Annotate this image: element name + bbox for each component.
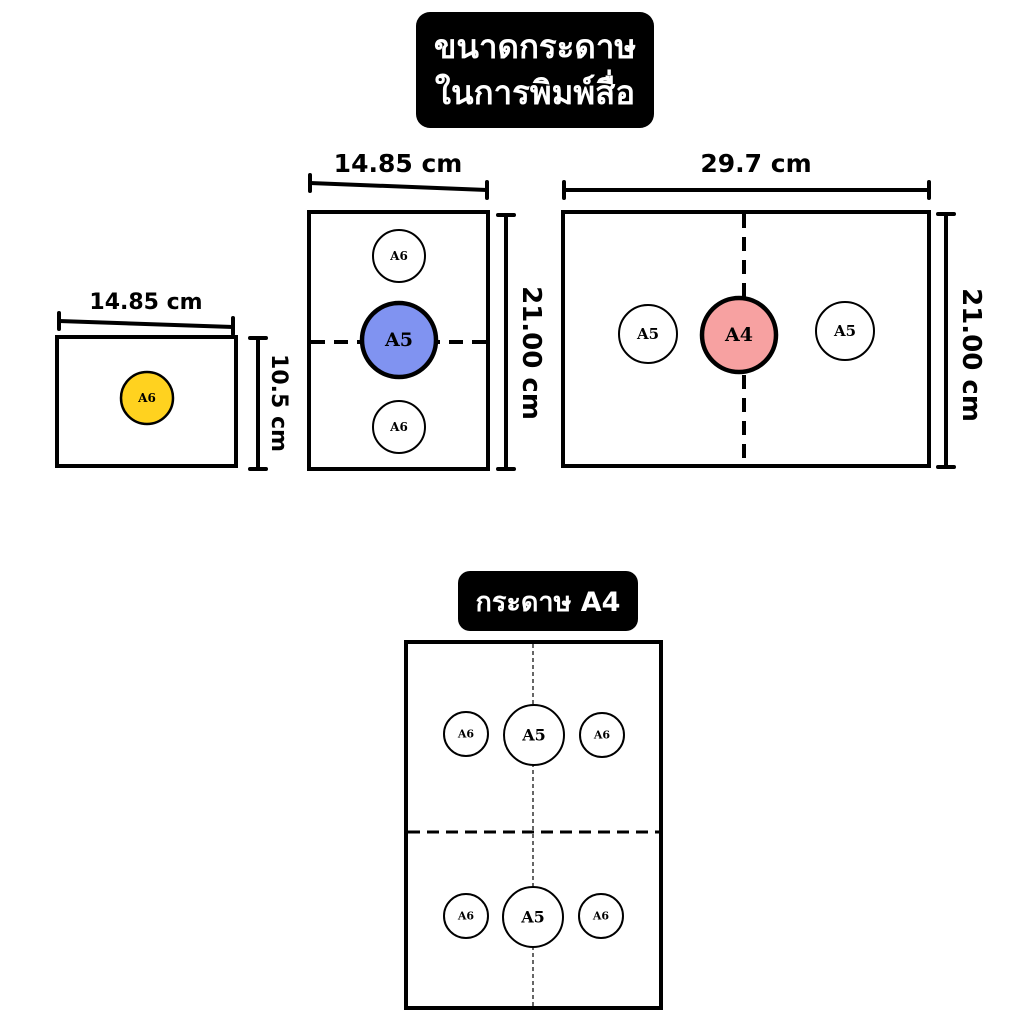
a5-size-marker (359, 300, 439, 380)
a4-right-a5-marker (815, 301, 875, 361)
a4-left-a5-label: A5 (636, 325, 659, 343)
a5-lower-a6-label: A6 (389, 420, 408, 434)
a5-width-label: 14.85 cm (334, 149, 463, 178)
a5-sheet-group: 14.85 cm A6 A5 A6 21.00 cm (307, 149, 546, 471)
a5-height-label: 21.00 cm (516, 286, 546, 420)
a4-breakdown-upper-right-a6-label: A6 (593, 729, 611, 742)
a4-breakdown-upper-a5-marker (503, 704, 565, 766)
a4-breakdown-upper-left-a6-marker (443, 711, 489, 757)
a4-breakdown-lower-right-a6-marker (578, 893, 624, 939)
a4-sheet-group: 29.7 cm A5 A4 A5 21.00 cm (561, 149, 986, 469)
a4-height-label: 21.00 cm (956, 288, 986, 422)
a6-size-marker (119, 370, 175, 426)
a4-paper-heading-text: กระดาษ A4 (475, 586, 621, 618)
title-line-1: ขนาดกระดาษ (433, 27, 637, 66)
a4-breakdown-lower-left-a6-marker (443, 893, 489, 939)
a4-breakdown-lower-a5-label: A5 (520, 908, 545, 927)
a4-paper-heading: กระดาษ A4 (458, 571, 638, 631)
a4-breakdown-lower-right-a6-label: A6 (592, 910, 610, 923)
title-line-2: ในการพิมพ์สื่อ (434, 73, 636, 112)
a4-left-a5-marker (618, 304, 678, 364)
title-banner: ขนาดกระดาษ ในการพิมพ์สื่อ (416, 12, 654, 128)
a4-right-a5-label: A5 (833, 322, 856, 340)
a4-breakdown-lower-left-a6-label: A6 (457, 910, 475, 923)
a4-breakdown-lower-a5-marker (502, 886, 564, 948)
a6-width-dimension-line (57, 319, 235, 329)
a4-breakdown-upper-right-a6-marker (579, 712, 625, 758)
a5-upper-a6-label: A6 (389, 249, 408, 263)
a5-lower-a6-marker (372, 400, 426, 454)
a4-breakdown-upper-left-a6-label: A6 (457, 728, 475, 741)
a5-size-label: A5 (384, 329, 413, 351)
a5-width-dimension-line (308, 181, 489, 192)
a4-size-label: A4 (724, 324, 753, 346)
a4-breakdown-group: A6 A5 A6 A6 A5 A6 (404, 640, 663, 1010)
a5-upper-a6-marker (372, 229, 426, 283)
a6-width-label: 14.85 cm (89, 290, 202, 315)
a6-height-label: 10.5 cm (266, 354, 291, 452)
a6-size-label: A6 (137, 391, 156, 405)
a6-sheet-group: 14.85 cm A6 10.5 cm (55, 290, 291, 471)
a4-breakdown-upper-a5-label: A5 (521, 726, 546, 745)
a4-width-label: 29.7 cm (700, 149, 811, 178)
a4-size-marker (699, 295, 779, 375)
